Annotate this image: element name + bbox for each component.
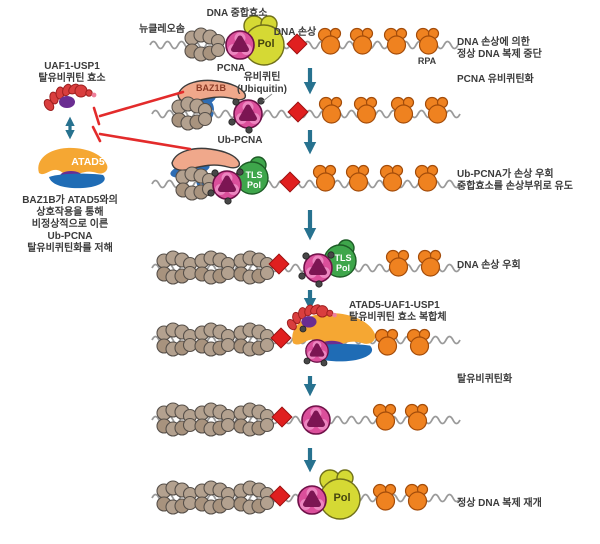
rpa-icon <box>414 164 439 192</box>
rpa-icon <box>404 483 429 511</box>
rpa-icon <box>318 96 343 124</box>
pol-label: Pol <box>257 38 274 50</box>
inhibition-bar-1 <box>92 106 101 126</box>
rpa-icon <box>385 249 410 277</box>
rpa-icon <box>372 483 397 511</box>
step-label-1-line1: DNA 손상에 의한 <box>457 35 531 48</box>
tls-label-line1: TLS <box>246 170 263 180</box>
caption-line-2: 상호작용을 통해 <box>36 205 103 218</box>
nucleosome-icon <box>233 402 275 437</box>
step-label-3-line1: Ub-PCNA가 손상 우회 <box>457 167 554 180</box>
rpa-icon <box>374 328 399 356</box>
uaf1-usp1-enzyme-icon <box>41 81 97 113</box>
uaf1-usp1-title-line1: UAF1-USP1 <box>44 61 100 72</box>
dna-polymerase-label: DNA 중합효소 <box>207 6 268 19</box>
rpa-icon <box>417 249 442 277</box>
uaf1-usp1-title-line2: 탈유비퀴틴 효소 <box>38 71 105 84</box>
rpa-label: RPA <box>418 56 437 66</box>
nucleosome-icon <box>156 322 198 357</box>
row-deubiquitinase-complex: ATAD5-UAF1-USP1 탈유비퀴틴 효소 복합체 <box>151 300 461 367</box>
caption-line-1: BAZ1B가 ATAD5와의 <box>22 193 118 206</box>
row-tls-recruitment: TLS Pol <box>151 147 461 205</box>
ubiquitin-pointer-line <box>262 93 273 102</box>
rpa-icon <box>390 96 415 124</box>
nucleosome-icon <box>156 480 198 515</box>
row-deubiquitination <box>151 402 461 437</box>
nucleosome-icon <box>233 250 275 285</box>
rpa-icon <box>317 27 342 55</box>
dna-damage-diamond-icon <box>279 171 301 193</box>
nucleosome-icon <box>156 402 198 437</box>
rpa-icon <box>372 403 397 431</box>
nucleosome-label: 뉴클레오솜 <box>139 22 185 35</box>
inhibition-line-2 <box>98 132 192 151</box>
dna-damage-diamond-icon <box>270 327 292 349</box>
step-label-5: 탈유비퀴틴화 <box>457 372 513 385</box>
ubiquitin-label-line1: 유비퀴틴 <box>244 70 281 83</box>
rpa-icon <box>424 96 449 124</box>
pcna-icon <box>298 486 326 514</box>
inhibition-line-1 <box>98 90 185 118</box>
atad5-icon <box>38 147 108 189</box>
row-replication-resumes: Pol <box>151 469 461 520</box>
dna-damage-label: DNA 손상 <box>274 25 317 38</box>
complex-label-line2: 탈유비퀴틴 효소 복합체 <box>349 310 447 323</box>
nucleosome-icon <box>184 27 226 62</box>
atad5-uaf1-usp1-complex-icon <box>284 302 376 367</box>
rpa-icon <box>379 164 404 192</box>
left-panel: UAF1-USP1 탈유비퀴틴 효소 ATAD5 BAZ1B가 ATAD5와의 … <box>22 61 192 254</box>
caption-line-3: 비정상적으로 이른 <box>32 217 108 230</box>
rpa-icon <box>345 164 370 192</box>
pcna-label: PCNA <box>217 63 245 74</box>
step-label-2: PCNA 유비퀴틴화 <box>457 72 535 85</box>
caption-line-4: Ub-PCNA <box>48 231 93 242</box>
ubiquitin-label-line2: (Ubiquitin) <box>237 84 287 95</box>
baz1b-label: BAZ1B <box>196 83 227 93</box>
rpa-icon <box>383 27 408 55</box>
row-damage-bypass: TLS Pol <box>151 239 461 288</box>
nucleosome-icon <box>156 250 198 285</box>
rpa-icon <box>353 96 378 124</box>
rpa-icon <box>349 27 374 55</box>
dna-damage-diamond-icon <box>287 101 309 123</box>
step-labels: DNA 손상에 의한 정상 DNA 복제 중단 PCNA 유비퀴틴화 Ub-PC… <box>457 35 573 509</box>
pcna-icon <box>226 31 254 59</box>
step-label-3-line2: 중합효소를 손상부위로 유도 <box>457 179 573 192</box>
step-label-4: DNA 손상 우회 <box>457 258 521 271</box>
inhibition-bar-2 <box>91 125 102 143</box>
nucleosome-icon <box>233 322 275 357</box>
tls-label-line2: Pol <box>247 180 261 190</box>
rpa-icon <box>404 403 429 431</box>
row-stalled-replication: Pol DNA 중합효소 뉴클레오솜 DNA 손상 PCNA RPA <box>139 6 459 74</box>
complex-label-line1: ATAD5-UAF1-USP1 <box>349 300 440 311</box>
atad5-label: ATAD5 <box>71 156 105 168</box>
pol-label: Pol <box>333 492 350 504</box>
step-label-1-line2: 정상 DNA 복제 중단 <box>457 47 543 60</box>
nucleosome-icon <box>233 480 275 515</box>
rpa-icon <box>415 27 440 55</box>
row-pcna-ubiquitination: BAZ1B 유비퀴틴 (Ubiquitin) Ub-PCNA <box>151 70 461 146</box>
caption-line-5: 탈유비퀴틴화를 저해 <box>27 241 113 254</box>
inhibition-lines <box>91 90 192 151</box>
rpa-icon <box>406 328 431 356</box>
step-label-6: 정상 DNA 복제 재개 <box>457 496 542 509</box>
tls-label-line2: Pol <box>336 263 350 273</box>
pcna-icon <box>302 406 330 434</box>
ub-pcna-label: Ub-PCNA <box>218 135 263 146</box>
tls-label-line1: TLS <box>335 253 352 263</box>
